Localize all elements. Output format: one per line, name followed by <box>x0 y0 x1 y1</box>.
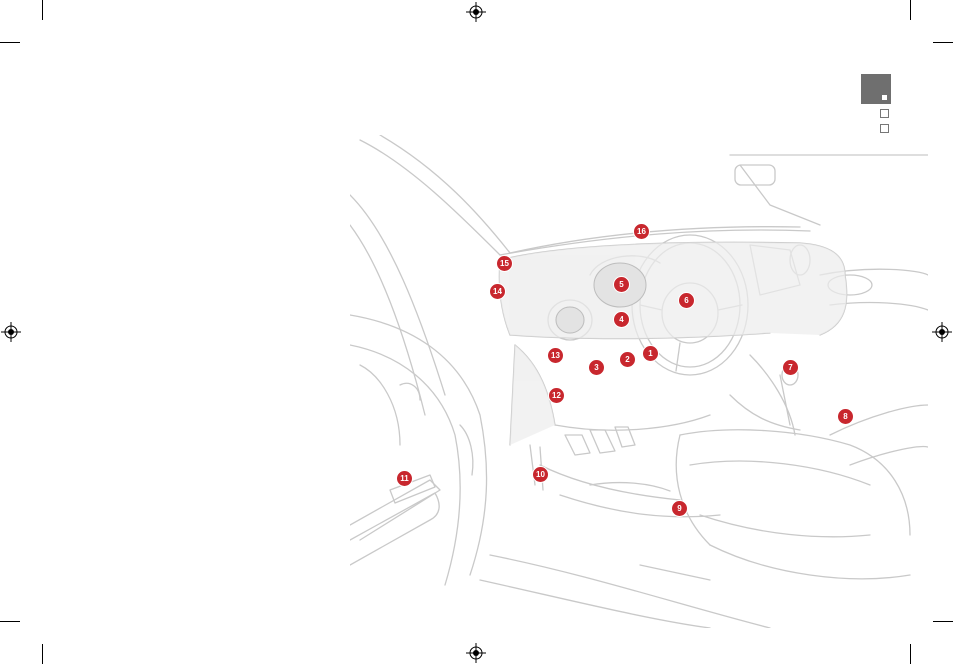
crop-mark-bottom-right-h <box>933 621 953 622</box>
callout-2: 2 <box>620 352 635 367</box>
callout-10: 10 <box>533 467 548 482</box>
callout-4: 4 <box>614 312 629 327</box>
callout-8: 8 <box>838 409 853 424</box>
crop-mark-top-right-h <box>933 42 953 43</box>
registration-mark-left-icon <box>1 322 21 342</box>
crop-mark-bottom-left-h <box>0 621 20 622</box>
callout-16: 16 <box>634 224 649 239</box>
registration-mark-top-icon <box>466 2 486 22</box>
registration-mark-right-icon <box>932 322 952 342</box>
callout-15: 15 <box>497 256 512 271</box>
car-interior-illustration <box>350 135 928 628</box>
crop-mark-top-left-v <box>42 0 43 20</box>
crop-mark-bottom-right-v <box>910 644 911 664</box>
callout-9: 9 <box>672 501 687 516</box>
section-marker-box-1 <box>880 109 889 118</box>
callout-12: 12 <box>549 388 564 403</box>
callout-1: 1 <box>643 346 658 361</box>
crop-mark-bottom-left-v <box>42 644 43 664</box>
callout-13: 13 <box>548 348 563 363</box>
callout-11: 11 <box>397 471 412 486</box>
callout-7: 7 <box>783 360 798 375</box>
callout-14: 14 <box>490 284 505 299</box>
crop-mark-top-left-h <box>0 42 20 43</box>
callout-6: 6 <box>679 293 694 308</box>
callout-5: 5 <box>614 277 629 292</box>
callout-3: 3 <box>589 360 604 375</box>
section-marker-box-2 <box>880 124 889 133</box>
car-interior-drawing <box>350 135 928 628</box>
section-tab <box>861 74 891 104</box>
crop-mark-top-right-v <box>910 0 911 20</box>
registration-mark-bottom-icon <box>466 643 486 663</box>
section-tab-mark <box>882 95 887 100</box>
